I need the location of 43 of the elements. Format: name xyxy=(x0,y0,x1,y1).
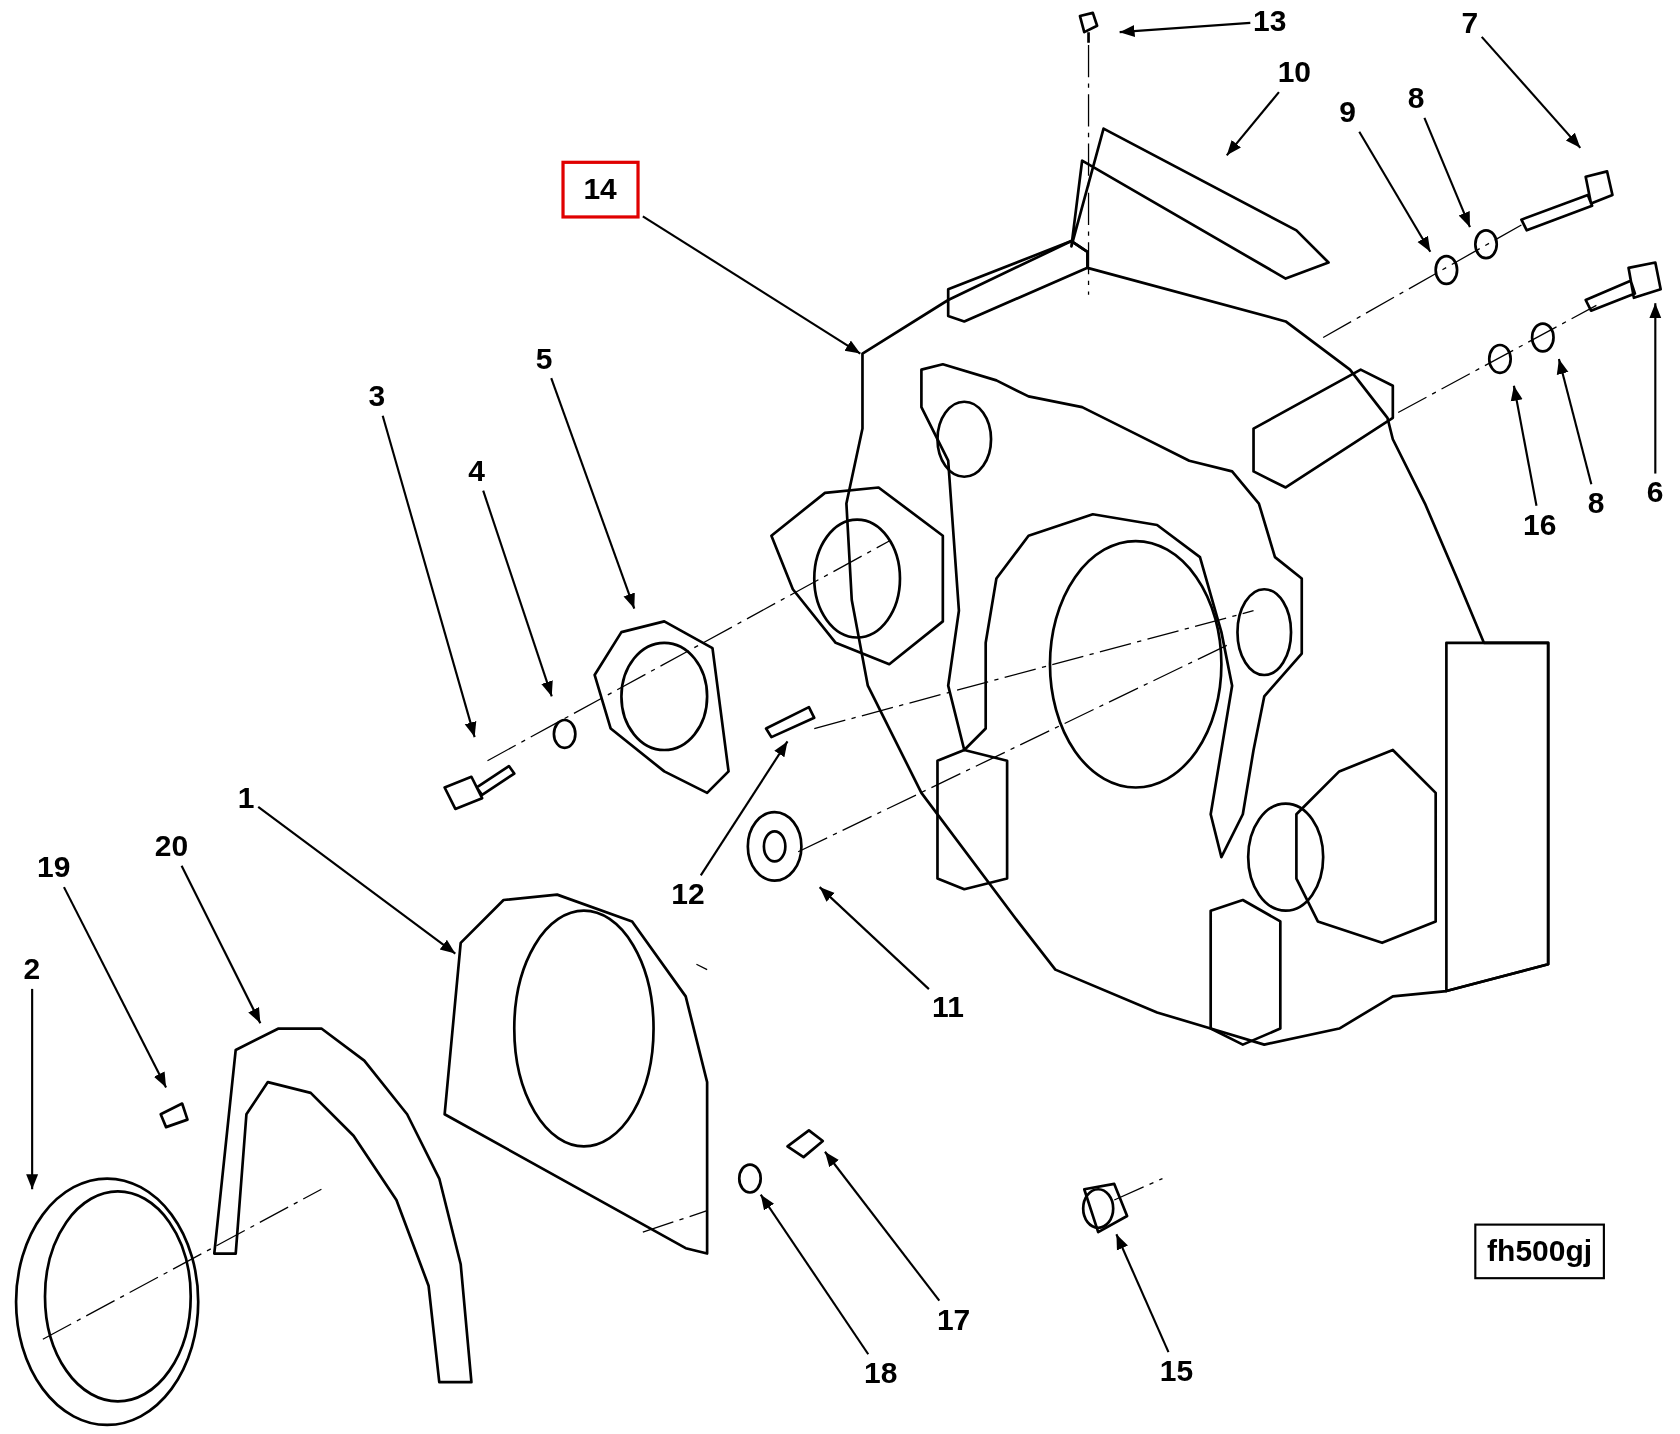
callout-number: 11 xyxy=(932,989,964,1025)
leader-line xyxy=(1510,385,1538,506)
leader-line xyxy=(381,415,477,738)
callout-number: 16 xyxy=(1523,507,1557,543)
callout-number: 8 xyxy=(1587,486,1605,521)
callout-number: 8 xyxy=(1407,81,1425,116)
callout-number: 10 xyxy=(1277,55,1312,90)
leader-line xyxy=(818,886,930,990)
callout-number: 6 xyxy=(1646,475,1664,510)
callout-number: 20 xyxy=(154,829,189,864)
callout-number: 18 xyxy=(864,1356,898,1391)
leader-line xyxy=(699,740,789,876)
leader-line xyxy=(1115,1233,1170,1353)
callout-number: 3 xyxy=(368,379,386,414)
leader-line xyxy=(759,1194,870,1355)
leader-line xyxy=(482,490,553,697)
callout-number: 17 xyxy=(936,1302,971,1338)
callout-number: 2 xyxy=(23,952,41,987)
leader-line xyxy=(63,886,168,1088)
leader-line xyxy=(180,865,262,1024)
callout-number: 14 xyxy=(560,160,640,219)
leader-line xyxy=(1423,117,1471,228)
callout-number: 15 xyxy=(1159,1354,1194,1389)
leader-line xyxy=(257,806,456,955)
leader-line xyxy=(1556,358,1593,485)
leader-line xyxy=(550,377,636,609)
callout-number: 7 xyxy=(1461,6,1479,41)
leader-line xyxy=(1480,36,1582,149)
leader-line xyxy=(1119,21,1251,38)
callout-number: 5 xyxy=(535,341,553,377)
leader-line xyxy=(1225,91,1280,157)
figure-code: fh500gj xyxy=(1474,1223,1605,1280)
leader-line xyxy=(1358,131,1432,253)
callout-number: 12 xyxy=(671,877,705,912)
leader-line xyxy=(1649,303,1662,474)
leader-line xyxy=(642,215,861,355)
callout-number: 1 xyxy=(237,781,255,816)
callout-number: 13 xyxy=(1253,4,1287,39)
callout-number: 19 xyxy=(36,850,71,885)
leader-line xyxy=(26,988,39,1190)
leader-line xyxy=(824,1151,941,1302)
callout-number: 9 xyxy=(1339,95,1356,130)
callout-number: 4 xyxy=(468,454,485,489)
